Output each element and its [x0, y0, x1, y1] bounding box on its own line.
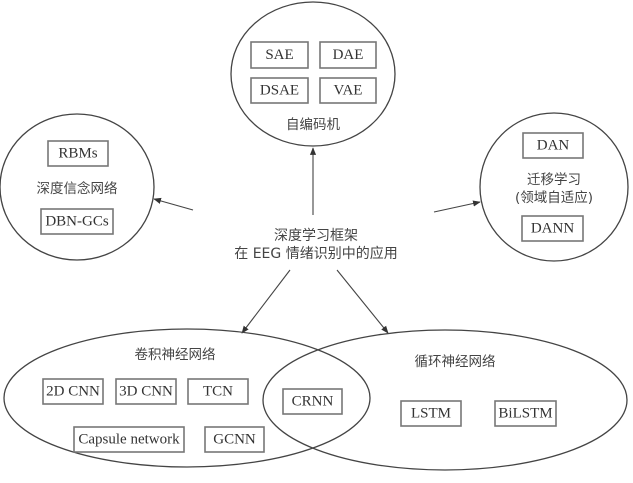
node-crnn — [282, 388, 343, 415]
node-capsule-network-label: Capsule network — [78, 432, 180, 448]
node-dbn-gcs — [40, 208, 114, 235]
transfer-ellipse — [479, 112, 629, 262]
autoencoder-group: SAE DAE DSAE VAE 自编码机 — [230, 1, 396, 147]
node-crnn-label: CRNN — [292, 394, 334, 410]
node-3d-cnn-label: 3D CNN — [119, 384, 173, 400]
autoencoder-ellipse — [230, 1, 396, 147]
node-dann — [521, 215, 584, 242]
node-tcn — [187, 378, 249, 405]
node-dan-label: DAN — [537, 138, 570, 154]
node-3d-cnn — [115, 378, 177, 405]
node-lstm — [400, 400, 462, 427]
node-bilstm — [494, 400, 557, 427]
node-rbms-label: RBMs — [58, 146, 97, 162]
node-gcnn-label: GCNN — [213, 432, 256, 448]
dbn-group: RBMs 深度信念网络 DBN-GCs — [0, 113, 155, 261]
center-title-line2: 在 EEG 情绪识别中的应用 — [234, 245, 397, 262]
cnn-ellipse — [3, 328, 371, 468]
node-dsae — [250, 77, 309, 104]
rnn-ellipse — [262, 329, 628, 471]
rnn-group: 循环神经网络 LSTM BiLSTM — [262, 329, 628, 471]
dbn-ellipse — [0, 113, 155, 261]
arrow-to-rnn — [336, 269, 389, 334]
node-gcnn — [204, 426, 265, 453]
node-2d-cnn — [42, 378, 104, 405]
node-sae-label: SAE — [265, 47, 293, 63]
arrow-to-cnn — [241, 269, 291, 334]
node-dae-label: DAE — [333, 47, 364, 63]
transfer-group: DAN 迁移学习 (领域自适应) DANN — [479, 112, 629, 262]
dbn-title: 深度信念网络 — [37, 180, 118, 197]
node-dan — [522, 132, 584, 159]
rnn-title: 循环神经网络 — [415, 354, 496, 370]
node-lstm-label: LSTM — [411, 406, 451, 422]
node-bilstm-label: BiLSTM — [498, 406, 552, 422]
cnn-group: 卷积神经网络 2D CNN 3D CNN TCN Capsule network… — [3, 328, 371, 468]
arrow-to-transfer — [433, 200, 481, 213]
node-vae-label: VAE — [334, 83, 363, 99]
transfer-title-line2: (领域自适应) — [515, 189, 593, 206]
node-2d-cnn-label: 2D CNN — [46, 384, 100, 400]
node-dann-label: DANN — [531, 221, 574, 237]
cnn-title: 卷积神经网络 — [135, 347, 216, 363]
node-dbn-gcs-label: DBN-GCs — [45, 214, 109, 230]
arrow-to-dbn — [153, 197, 194, 211]
node-dae — [319, 41, 377, 69]
node-capsule-network — [73, 426, 185, 453]
node-dsae-label: DSAE — [260, 83, 299, 99]
node-tcn-label: TCN — [203, 384, 233, 400]
center-title-line1: 深度学习框架 — [274, 228, 358, 244]
node-rbms — [47, 140, 109, 167]
transfer-title-line1: 迁移学习 — [527, 172, 581, 188]
autoencoder-title: 自编码机 — [286, 117, 340, 133]
node-vae — [319, 77, 377, 104]
node-sae — [250, 41, 309, 69]
